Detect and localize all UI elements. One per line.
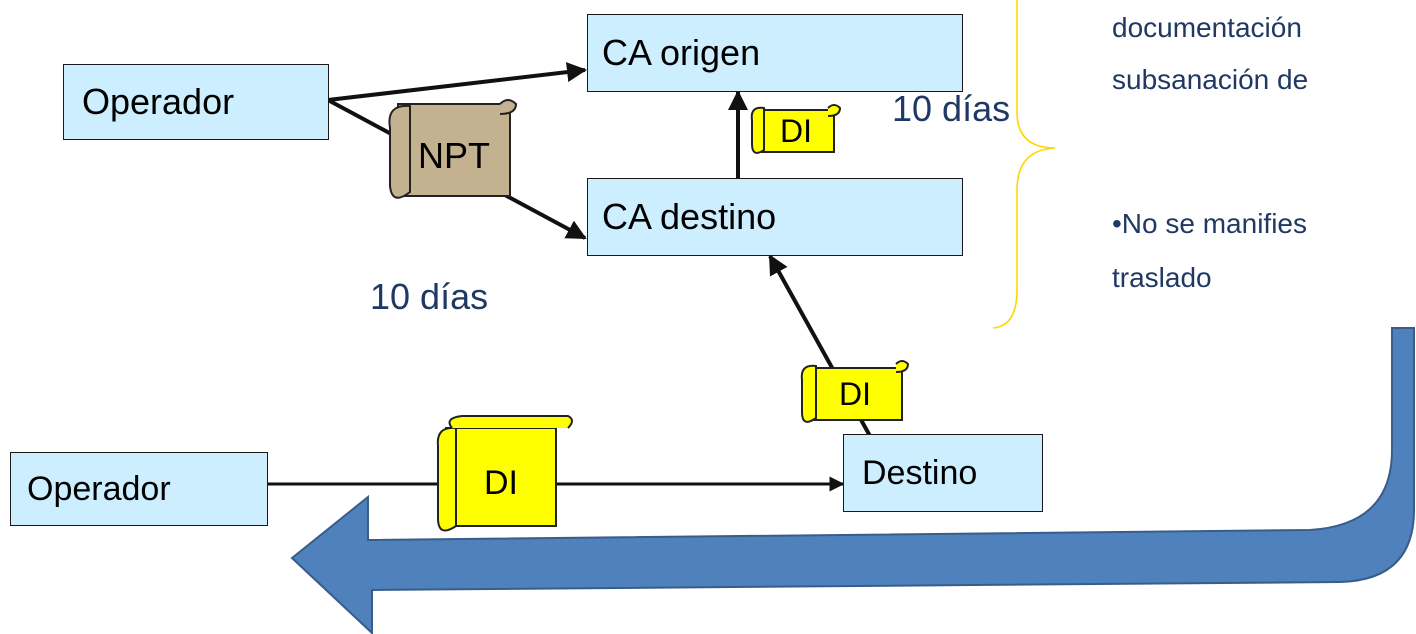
- operador-bottom-box: Operador: [10, 452, 268, 526]
- connector-operador-ca-origen: [327, 62, 587, 102]
- ca-destino-label: CA destino: [602, 196, 777, 237]
- destino-label: Destino: [862, 453, 978, 492]
- di-top-label: DI: [780, 112, 812, 149]
- side-text-line2: subsanación de: [1112, 64, 1309, 95]
- di-scroll-middle: [800, 360, 910, 423]
- side-text-line4: traslado: [1112, 262, 1212, 293]
- return-arrow: [290, 327, 1415, 634]
- ca-destino-box: CA destino: [587, 178, 963, 256]
- time-label-lower: 10 días: [370, 276, 489, 317]
- side-text-line3: •No se manifies: [1112, 208, 1307, 239]
- di-bottom-label: DI: [484, 463, 518, 502]
- time-label-upper: 10 días: [892, 88, 1011, 129]
- npt-scroll: [388, 99, 518, 199]
- di-scroll-top: [750, 104, 842, 154]
- ca-origen-box: CA origen: [587, 14, 963, 92]
- brace: [992, 0, 1056, 329]
- destino-box: Destino: [843, 434, 1043, 512]
- operador-top-box: Operador: [63, 64, 329, 140]
- ca-origen-label: CA origen: [602, 32, 761, 73]
- npt-label: NPT: [418, 135, 490, 176]
- operador-top-label: Operador: [82, 81, 235, 122]
- di-scroll-bottom: [436, 415, 573, 532]
- operador-bottom-label: Operador: [27, 469, 171, 508]
- di-middle-label: DI: [839, 375, 871, 412]
- side-text-line1: documentación: [1112, 12, 1302, 43]
